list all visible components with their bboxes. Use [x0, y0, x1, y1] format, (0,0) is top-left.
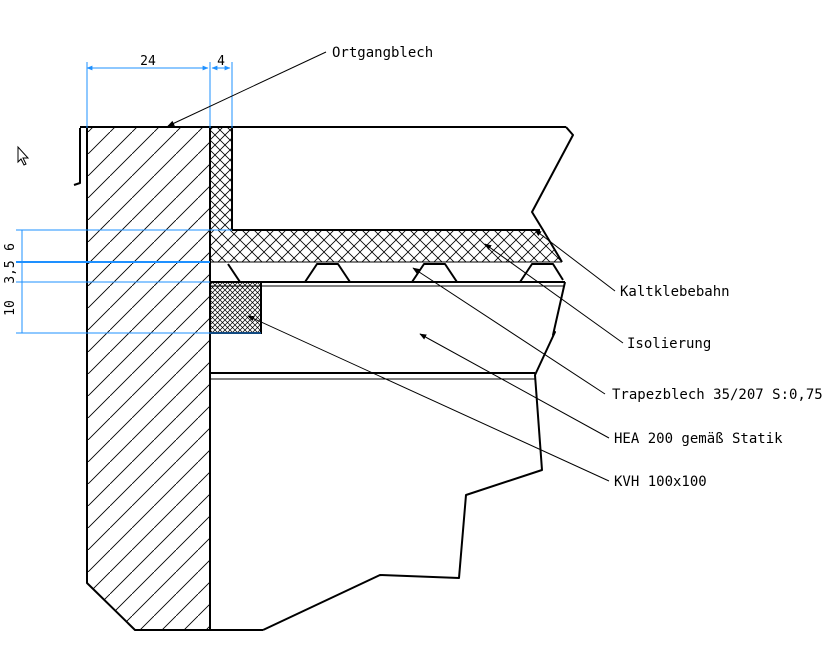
label-trapezblech: Trapezblech 35/207 S:0,75: [612, 387, 823, 403]
dimension-10: 10: [3, 300, 18, 316]
dimension-3-5: 3,5: [3, 260, 18, 283]
leader-lines: [167, 51, 624, 482]
mouse-pointer-icon: [17, 145, 30, 166]
dimension-lines: [16, 62, 261, 334]
timber-block: [209, 281, 262, 334]
label-hea: HEA 200 gemäß Statik: [614, 431, 783, 447]
label-isolierung: Isolierung: [627, 336, 711, 352]
roof-insulation-layer: [210, 229, 562, 263]
dimension-labels: 24 4 6 3,5 10: [3, 54, 225, 316]
trapezoidal-sheet: [210, 263, 565, 287]
dimension-6: 6: [3, 243, 18, 251]
dimension-4: 4: [217, 54, 225, 69]
steel-beam: [210, 281, 566, 631]
wall-insulation-strip: [210, 128, 233, 230]
label-ortgangblech: Ortgangblech: [332, 45, 433, 61]
dimension-24: 24: [140, 54, 156, 69]
annotations: Ortgangblech Kaltklebebahn Isolierung Tr…: [332, 45, 823, 490]
label-kaltklebebahn: Kaltklebebahn: [620, 284, 730, 300]
label-kvh: KVH 100x100: [614, 474, 707, 490]
